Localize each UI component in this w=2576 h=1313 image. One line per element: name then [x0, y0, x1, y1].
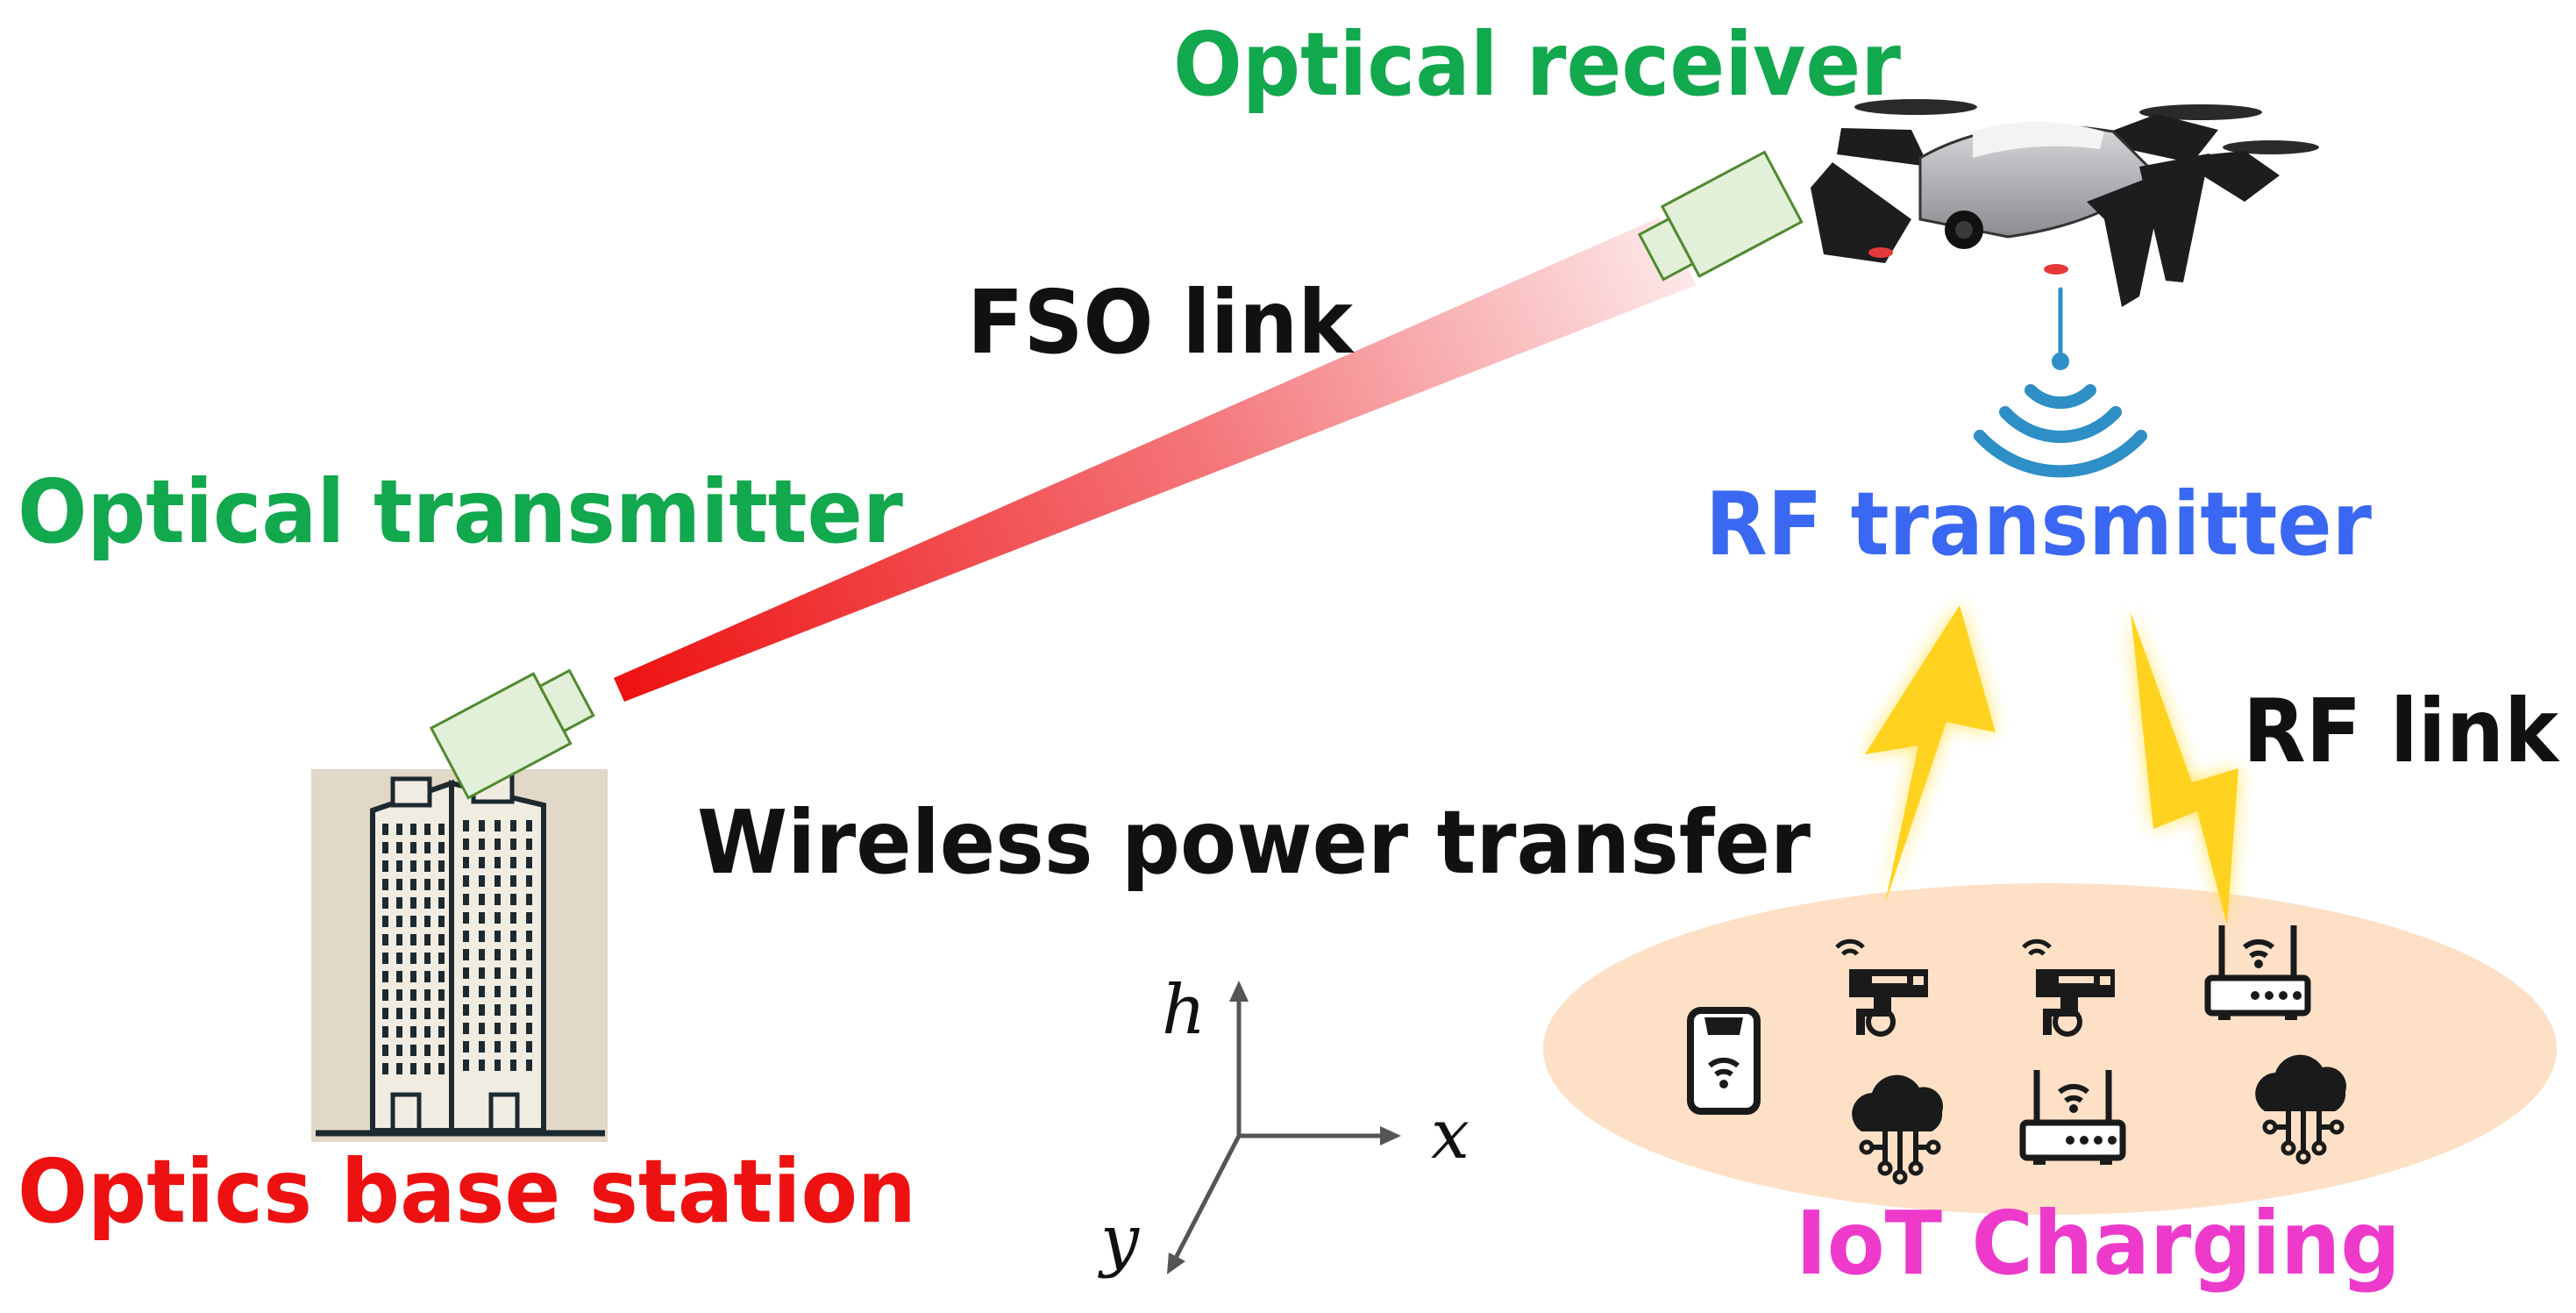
router-icon: [2204, 925, 2311, 1020]
iot-charging-label: IoT Charging: [1796, 1192, 2401, 1295]
optics-base-station-label: Optics base station: [18, 1140, 916, 1243]
router-icon: [2019, 1070, 2126, 1165]
security-camera-icon: [2022, 938, 2115, 1037]
cloud-network-icon: [2255, 1054, 2347, 1165]
optical-receiver-device: [1637, 150, 1804, 282]
lightning-icon: [1865, 605, 2238, 925]
wifi-signal-icon: [1974, 287, 2147, 478]
security-camera-icon: [1835, 938, 1928, 1037]
fso-beam: [614, 218, 1697, 702]
smartphone-icon: [1687, 1007, 1761, 1115]
axis-label-h: h: [1162, 971, 1206, 1050]
fso-link-label: FSO link: [967, 271, 1355, 374]
drone-icon: [1811, 99, 2319, 307]
rf-transmitter-label: RF transmitter: [1705, 473, 2373, 575]
building-icon: [311, 769, 608, 1142]
wireless-power-transfer-label: Wireless power transfer: [697, 791, 1811, 894]
optical-transmitter-label: Optical transmitter: [18, 460, 904, 563]
coordinate-axes: [1167, 981, 1401, 1274]
rf-link-label: RF link: [2243, 680, 2560, 782]
optical-receiver-label: Optical receiver: [1173, 13, 1902, 116]
axis-label-y: y: [1098, 1201, 1140, 1280]
axis-label-x: x: [1431, 1095, 1469, 1174]
optical-transmitter-device: [429, 668, 595, 800]
cloud-network-icon: [1852, 1074, 1944, 1185]
